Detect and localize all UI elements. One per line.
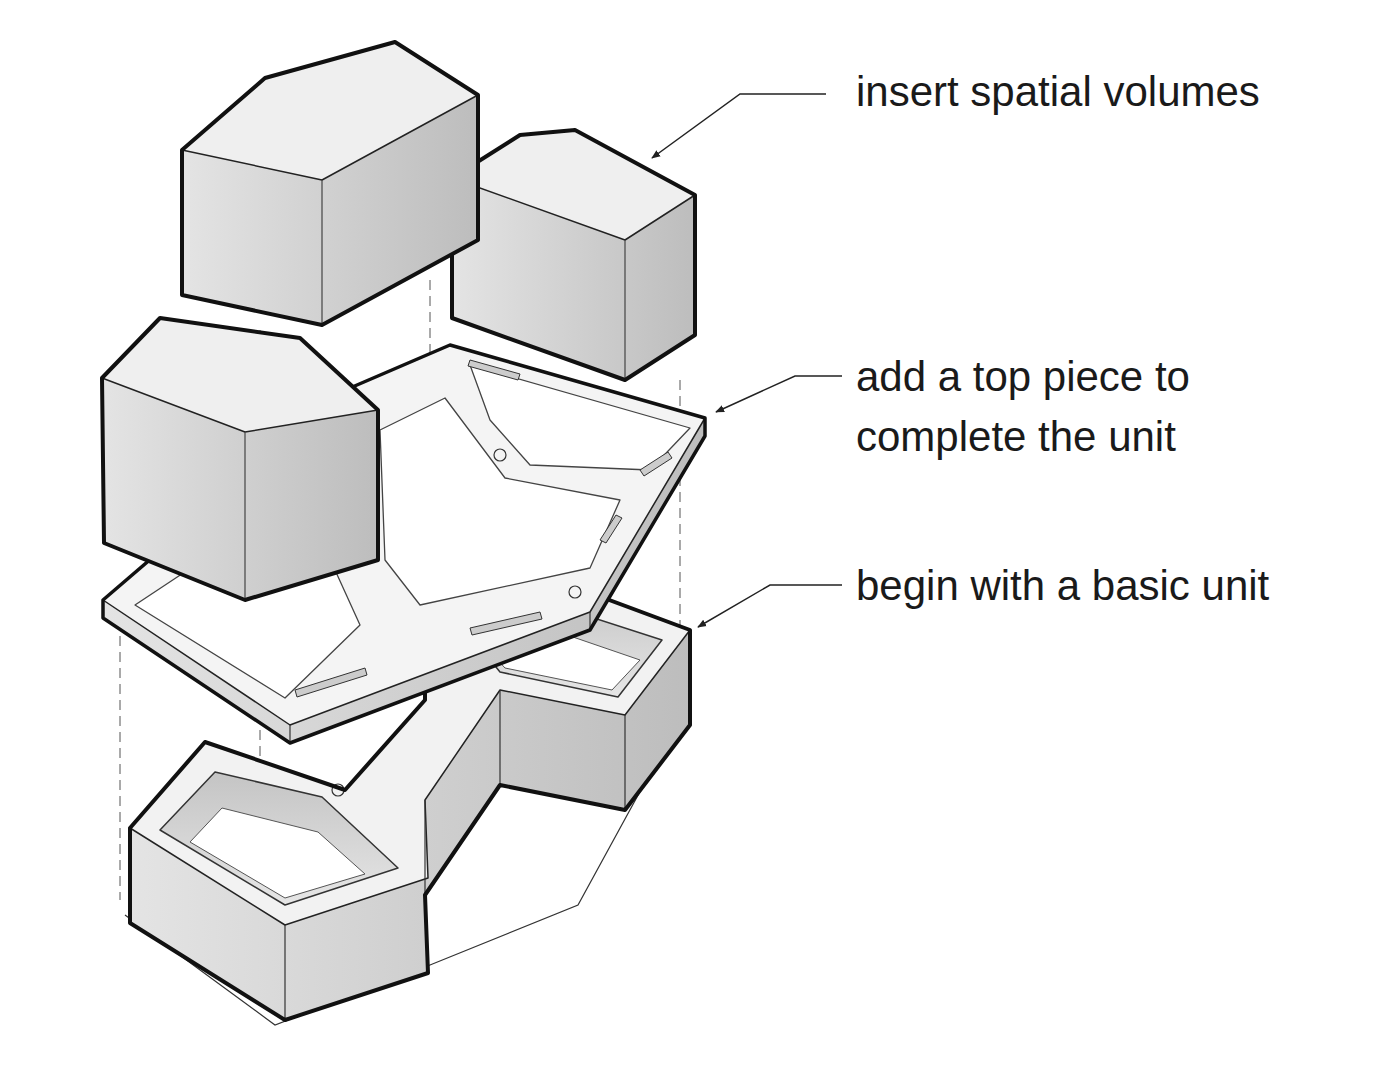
leader-line <box>652 94 826 158</box>
spatial-volume <box>452 130 695 380</box>
slot <box>295 668 367 697</box>
pin-hole <box>569 586 581 598</box>
volume-side <box>452 130 695 380</box>
leader-line <box>716 376 842 412</box>
pin-hole <box>494 449 506 461</box>
volume-outline <box>102 318 378 600</box>
slot <box>600 515 622 543</box>
edge-line <box>624 715 625 810</box>
unit-recess <box>160 772 398 905</box>
volume-outline <box>452 130 695 380</box>
spatial-volume <box>182 42 478 325</box>
edge-line <box>284 925 285 1020</box>
volume-outline <box>182 42 478 325</box>
edge-line <box>424 800 425 895</box>
unit-edges <box>285 690 625 1020</box>
leader-line <box>698 585 842 627</box>
volume-side <box>102 318 378 600</box>
edge-line <box>624 240 625 380</box>
edge-line <box>499 690 500 785</box>
callout-label: insert spatial volumes <box>856 62 1260 122</box>
unit-opening <box>190 808 365 898</box>
volume-side <box>182 42 478 325</box>
edge-line <box>321 180 322 325</box>
edge-line <box>244 432 245 600</box>
edge-line <box>289 725 290 743</box>
callout-label: begin with a basic unit <box>856 556 1269 616</box>
slot <box>470 612 542 635</box>
volume-top <box>452 130 695 240</box>
projection-line <box>120 620 121 900</box>
spatial-volume <box>102 318 378 600</box>
callout-label: add a top piece to complete the unit <box>856 347 1326 467</box>
slot <box>640 452 672 476</box>
frame-opening <box>380 398 620 605</box>
